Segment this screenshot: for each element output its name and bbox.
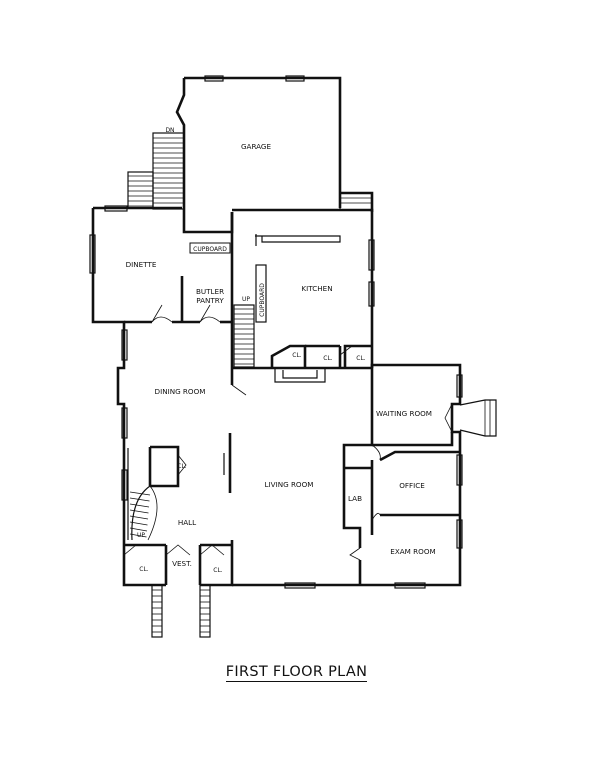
label-hall: HALL: [178, 518, 196, 527]
label-dining-room: DINING ROOM: [155, 387, 206, 396]
label-closet-entry-left: CL.: [139, 566, 149, 573]
label-cupboard-garage: CUPBOARD: [193, 246, 227, 253]
stair-tread: [129, 503, 150, 508]
label-garage: GARAGE: [241, 142, 272, 151]
garage-wall: [184, 76, 342, 208]
stair-tread: [129, 521, 148, 526]
label-stair-up-hall: UP: [137, 532, 145, 539]
label-stair-dn: DN: [165, 127, 174, 134]
stair-tread: [129, 509, 149, 514]
stair-tread: [129, 497, 150, 502]
garage-wall-west: [175, 78, 234, 234]
cupboard-garage-box: [189, 242, 231, 254]
label-waiting-room: WAITING ROOM: [376, 409, 432, 418]
label-closet-kitchen-2: CL.: [323, 355, 333, 362]
entry-south-wall: [200, 540, 234, 587]
stair-tread: [129, 527, 148, 532]
stair-tread: [129, 491, 151, 496]
label-cupboard-kitchen: CUPBOARD: [259, 283, 266, 317]
stair-tread: [129, 533, 147, 538]
label-exam-room: EXAM ROOM: [390, 547, 435, 556]
interior-walls: [124, 212, 460, 585]
label-dinette: DINETTE: [126, 260, 157, 269]
closet-labels: CL. CL. CL. CL. CL. CL.: [139, 352, 366, 574]
stairs: [127, 132, 497, 638]
plan-title: FIRST FLOOR PLAN: [0, 664, 593, 682]
stair-labels: DN UP UP: [137, 127, 250, 539]
plan-title-text: FIRST FLOOR PLAN: [225, 664, 368, 682]
label-vestibule: VEST.: [172, 559, 192, 568]
label-kitchen: KITCHEN: [301, 284, 332, 293]
doors: [123, 94, 453, 561]
west-wall-upper: [91, 208, 126, 448]
label-office: OFFICE: [399, 481, 425, 490]
label-pantry: PANTRY: [196, 296, 224, 305]
label-closet-kitchen-3: CL.: [356, 355, 366, 362]
label-butler: BUTLER: [196, 287, 224, 296]
label-lab: LAB: [348, 494, 362, 503]
label-closet-hall: CL.: [177, 463, 187, 470]
label-closet-entry-right: CL.: [213, 567, 223, 574]
label-closet-kitchen-1: CL.: [292, 352, 302, 359]
stair-tread: [129, 515, 149, 520]
exterior-walls: [91, 76, 462, 587]
west-wall-lower: [122, 448, 166, 587]
windows: [89, 75, 463, 589]
room-labels: GARAGE DINETTE CUPBOARD BUTLER PANTRY KI…: [126, 142, 436, 568]
label-stair-up-pantry: UP: [242, 296, 250, 303]
label-living-room: LIVING ROOM: [265, 480, 314, 489]
